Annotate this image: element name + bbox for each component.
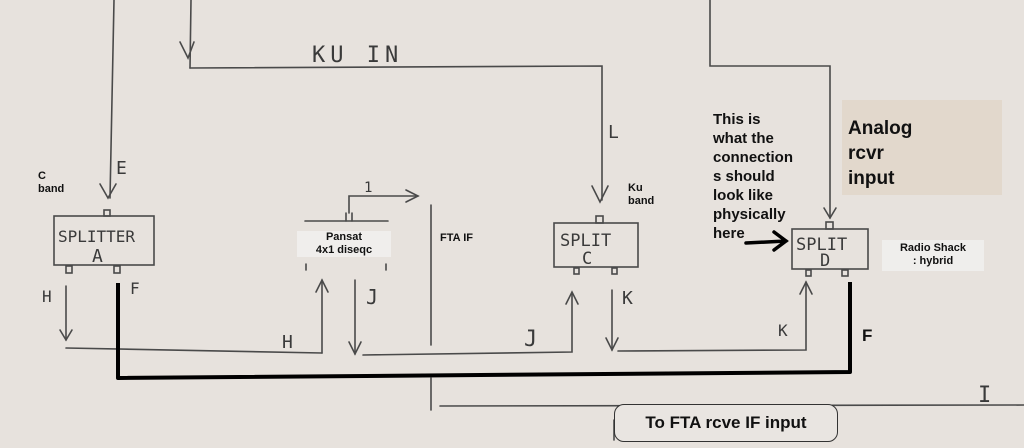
pansat-port-out <box>345 212 353 222</box>
splitter-a-label: SPLITTER <box>58 227 135 246</box>
radio-shack-label: Radio Shack: hybrid <box>882 240 984 271</box>
arrow-j-down <box>348 341 362 356</box>
arrow-ku-in <box>179 41 195 60</box>
splitter-d-port-top <box>825 221 834 230</box>
splitter-d-port-l <box>805 269 812 277</box>
note-arrow <box>744 230 789 252</box>
cable-h-bottom <box>65 347 323 354</box>
pansat-legs <box>305 263 387 271</box>
cable-ku-in-drop <box>189 0 192 69</box>
label-k-mid: K <box>622 288 633 309</box>
f-bold-label: F <box>862 326 873 345</box>
splitter-c-port-r <box>611 267 618 275</box>
cable-k-bottom <box>617 281 807 352</box>
splitter-c-letter: C <box>582 249 592 269</box>
cable-e <box>109 0 115 199</box>
ku-in-label: KU IN <box>312 43 403 68</box>
splitter-a-port-top <box>103 209 111 217</box>
splitter-c-port-top <box>595 215 604 224</box>
splitter-c-port-l <box>573 267 580 275</box>
cable-analog <box>709 0 831 219</box>
arrow-h-left <box>59 329 73 342</box>
arrow-j-up <box>565 290 579 305</box>
label-h-left: H <box>42 287 52 306</box>
arrow-k-down <box>605 337 619 352</box>
analog-rcvr-label: Analog rcvr input <box>842 100 1002 195</box>
fta-rcve-input-label: To FTA rcve IF input <box>614 404 838 442</box>
label-e: E <box>116 158 127 179</box>
splitter-a-port-f <box>113 265 121 274</box>
label-h-mid: H <box>282 332 293 353</box>
arrow-l <box>591 185 609 204</box>
arrow-k-up <box>799 280 813 295</box>
label-f-left: F <box>130 279 140 298</box>
fta-rcve-input-text: To FTA rcve IF input <box>645 413 807 432</box>
splitter-d-letter: D <box>820 251 830 271</box>
cable-ku-in <box>189 65 603 201</box>
arrow-d-top <box>823 207 837 220</box>
splitter-a-port-h <box>65 265 73 274</box>
label-1: 1 <box>364 180 372 196</box>
label-i: I <box>978 383 991 408</box>
cable-1 <box>348 195 419 214</box>
label-k-right: K <box>778 321 788 340</box>
label-l: L <box>608 122 619 143</box>
arrow-1 <box>405 189 420 203</box>
splitter-d-port-r <box>841 269 849 277</box>
cable-j-bottom <box>362 293 573 356</box>
fta-if-label: FTA IF <box>440 232 473 244</box>
splitter-a-letter: A <box>92 246 103 267</box>
splitter-d-label: SPLIT <box>796 235 847 255</box>
label-j-mid: J <box>366 285 378 309</box>
cable-f-marker <box>116 282 852 380</box>
label-j-low: J <box>524 327 537 352</box>
splitter-c-label: SPLIT <box>560 231 611 251</box>
connection-note: This is what the connection s should loo… <box>713 111 794 242</box>
arrow-h-up <box>315 278 329 293</box>
arrow-e <box>99 183 117 200</box>
